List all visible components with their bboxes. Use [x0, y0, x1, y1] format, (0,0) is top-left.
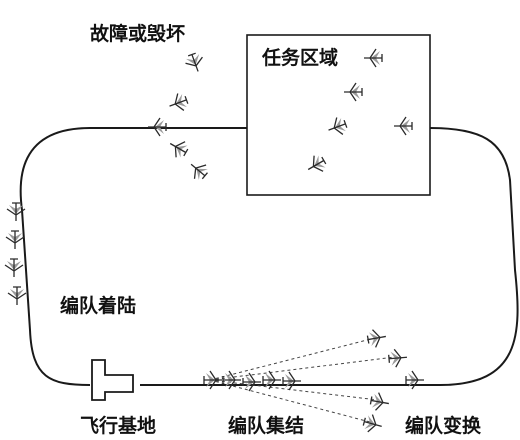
plane-landing-icon-4: [7, 286, 27, 306]
plane-mission-icon-4: [393, 116, 413, 136]
plane-change-icon-2: [387, 347, 409, 369]
flight-route-path: [19, 127, 519, 386]
plane-return-icon-1: [165, 90, 191, 116]
plane-landing-icon-2: [5, 230, 25, 250]
plane-assembly-icon-2: [222, 370, 242, 390]
plane-change-icon-3: [405, 370, 425, 390]
plane-mission-icon-1: [363, 48, 383, 68]
plane-mission-icon-3: [324, 114, 350, 140]
label-mission-area: 任务区域: [261, 46, 338, 69]
plane-assembly-icon-5: [282, 371, 302, 391]
formation-dash-2: [209, 356, 396, 381]
label-formation-assembly: 编队集结: [228, 414, 304, 437]
plane-mission-icon-5: [303, 152, 329, 178]
plane-change-icon-1: [365, 326, 389, 350]
label-formation-change: 编队变换: [405, 414, 482, 437]
plane-change-icon-5: [361, 412, 385, 436]
airbase-icon: [91, 359, 134, 401]
plane-return-icon-2: [147, 117, 167, 137]
plane-assembly-icon-4: [262, 370, 282, 390]
plane-change-icon-4: [368, 390, 392, 414]
mission-area-box: [246, 34, 431, 196]
plane-assembly-icon-3: [242, 372, 262, 392]
plane-landing-icon-3: [4, 258, 24, 278]
plane-return-icon-4: [184, 156, 212, 184]
plane-assembly-icon-1: [203, 370, 223, 390]
label-formation-landing: 编队着陆: [60, 294, 136, 317]
plane-return-icon-3: [165, 135, 191, 161]
plane-failure-icon: [182, 50, 208, 76]
plane-mission-icon-2: [343, 82, 363, 102]
formation-dash-1: [209, 337, 376, 381]
label-failure: 故障或毁坏: [90, 22, 185, 45]
label-flight-base: 飞行基地: [80, 414, 156, 437]
formation-dash-3: [209, 379, 379, 401]
